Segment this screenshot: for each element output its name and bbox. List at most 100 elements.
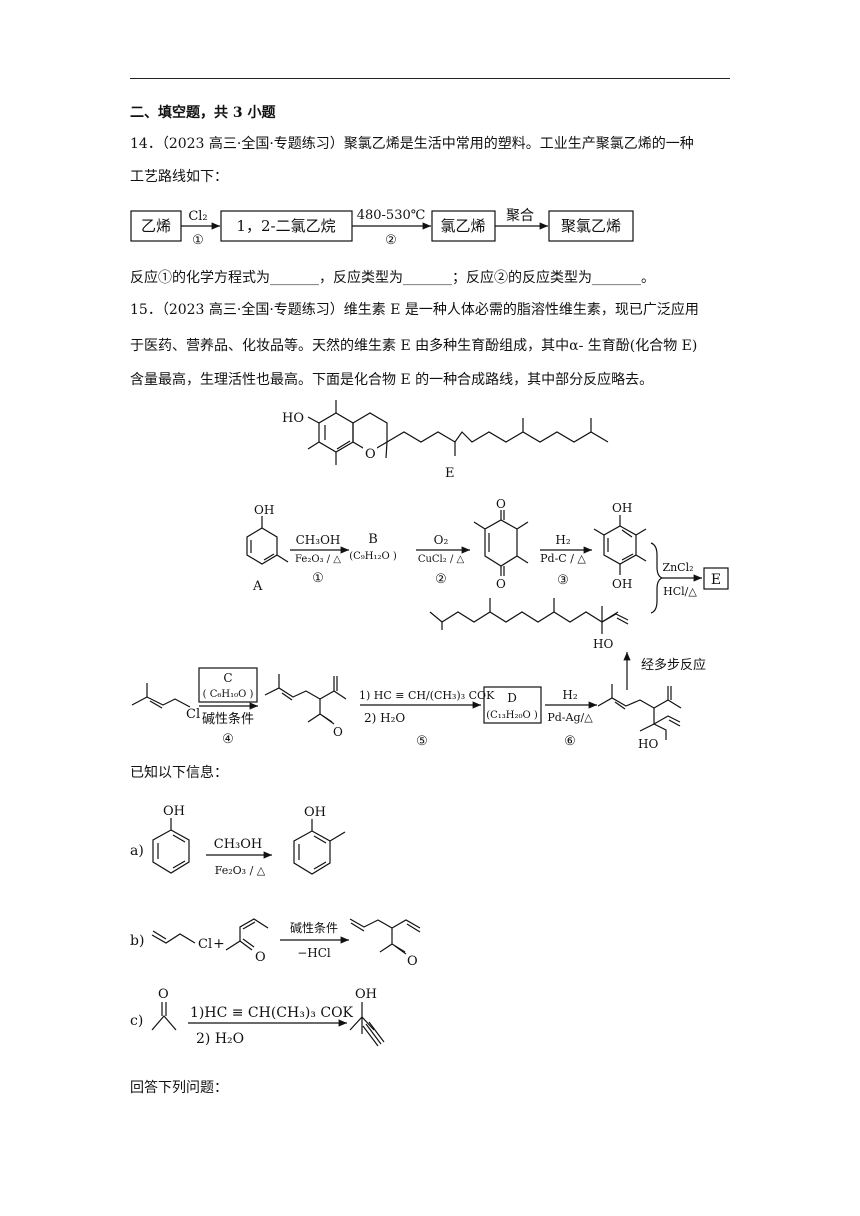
compound-c-formula: ( C₆H₁₀O ) (203, 689, 254, 700)
compound-c-label: C (223, 671, 232, 685)
product-e-label: E (711, 572, 721, 588)
compound-b-formula: (C₉H₁₂O ) (349, 551, 397, 562)
q14-text-line2: 工艺路线如下： (130, 169, 228, 185)
reaction-1-number: ① (312, 571, 324, 586)
flow-arrow-2-condition: 480-530℃ (357, 208, 426, 223)
reaction-4-condition: 碱性条件 (202, 711, 254, 727)
ketone-o-label: O (333, 725, 343, 739)
flow-arrow-1-reagent: Cl₂ (188, 209, 207, 224)
compound-c-box (198, 667, 258, 703)
e-ho-label: HO (282, 411, 304, 426)
info-c-reagent: 1)HC ≡ CH(CH₃)₃ COK (190, 1005, 354, 1021)
info-a-reagent: CH₃OH (214, 837, 263, 852)
side-chain-ho: HO (593, 637, 613, 651)
route-row-1: OH A CH₃OH Fe₂O₃ / △ ① B (C₉H₁₂O ) O₂ Cu… (246, 497, 729, 614)
compound-a-oh: OH (254, 503, 274, 517)
q14-question: 反应①的化学方程式为_______，反应类型为_______；反应②的反应类型为… (130, 270, 655, 286)
reaction-3-reagent: H₂ (555, 533, 570, 547)
info-b-condition: 碱性条件 (290, 921, 338, 935)
reaction-5-water: 2) H₂O (364, 711, 405, 725)
hydroquinone-oh-top: OH (612, 501, 632, 515)
e-benzene-ring (318, 412, 354, 453)
info-c-oh: OH (355, 987, 377, 1002)
reaction-5-number: ⑤ (416, 734, 428, 749)
known-info-title: 已知以下信息： (130, 765, 228, 781)
info-a-oh-right: OH (304, 805, 326, 820)
q15-text-line2: 于医药、营养品、化妆品等。天然的维生素 E 由多种生育酚组成，其中α- 生育酚(… (130, 338, 698, 354)
quinone-ring (484, 519, 518, 567)
hydroquinone-oh-bottom: OH (612, 577, 632, 591)
flow-box-dichloroethane-label: 1，2-二氯乙烷 (236, 217, 335, 235)
compound-b-label: B (368, 532, 378, 547)
route-row-2: Cl C ( C₆H₁₀O ) 碱性条件 ④ O 1) HC ≡ CH/(CH₃… (131, 667, 682, 751)
compound-d-box (483, 686, 542, 724)
info-b-allyl-chloride (151, 933, 196, 944)
e-ring-oxygen: O (365, 447, 376, 462)
info-b-plus: + (213, 936, 225, 952)
reaction-5-reagent: 1) HC ≡ CH/(CH₃)₃ COK (359, 689, 495, 702)
info-b-cl: Cl (198, 937, 212, 952)
info-a-phenol-ring (152, 829, 190, 874)
quinone-o-top: O (496, 497, 506, 511)
info-b-byproduct: −HCl (297, 946, 331, 960)
header-rule (130, 78, 730, 79)
info-c-acetone (151, 1015, 177, 1031)
reaction-6-number: ⑥ (564, 734, 576, 749)
pvc-flow-diagram: 乙烯 Cl₂ ① 1，2-二氯乙烷 480-530℃ ② 氯乙烯 聚合 聚氯乙烯 (130, 208, 634, 248)
product-ho-label: HO (638, 737, 658, 751)
structure-e: HO O E (282, 400, 609, 481)
compound-d-label: D (507, 691, 517, 705)
q14-text-line1: 14．（2023 高三·全国·专题练习）聚氯乙烯是生活中常用的塑料。工业生产聚氯… (130, 136, 694, 152)
q15-text-line1: 15．（2023 高三·全国·专题练习）维生素 E 是一种人体必需的脂溶性维生素… (130, 302, 699, 318)
quinone-o-bottom: O (496, 577, 506, 591)
info-b: b) Cl + O 碱性条件 −HCl O (130, 918, 421, 969)
reaction-2-reagent: O₂ (434, 533, 449, 547)
reaction-1-condition: Fe₂O₃ / △ (295, 554, 341, 565)
prenyl-chloride-chain (131, 696, 191, 708)
info-b-label: b) (130, 933, 144, 949)
flow-box-ethylene-label: 乙烯 (141, 217, 171, 235)
info-c-water: 2) H₂O (196, 1031, 244, 1047)
compound-d-formula: (C₁₃H₂₀O ) (486, 710, 538, 721)
reaction-3-number: ③ (557, 573, 569, 588)
info-a-label: a) (130, 843, 144, 859)
flow-box-pvc (548, 210, 634, 242)
e-label: E (445, 466, 455, 481)
reaction-6-condition: Pd-Ag/△ (547, 711, 593, 724)
flow-box-vinyl-chloride-label: 氯乙烯 (440, 217, 485, 235)
hydroquinone-ring (603, 525, 637, 565)
info-b-o-left: O (255, 950, 266, 965)
multi-step-label: 经多步反应 (641, 657, 706, 673)
flow-arrow-1-number: ① (192, 233, 204, 248)
section-heading: 二、填空题，共 3 小题 (130, 105, 276, 121)
reaction-4-number: ④ (222, 732, 234, 747)
info-a-oh-left: OH (163, 804, 185, 819)
e-side-chain (386, 431, 609, 443)
side-chain-skeleton (429, 611, 619, 623)
info-c-o: O (158, 987, 169, 1002)
flow-arrow-3-condition: 聚合 (506, 208, 534, 224)
reaction-1-reagent: CH₃OH (296, 533, 341, 547)
side-chain-alcohol: HO (429, 598, 629, 651)
prenyl-cl-label: Cl (186, 707, 200, 722)
reaction-2-number: ② (435, 572, 447, 587)
product-chain (597, 697, 655, 709)
compound-a-ring (246, 527, 278, 565)
q15-text-line3: 含量最高，生理活性也最高。下面是化合物 E 的一种合成路线，其中部分反应略去。 (130, 372, 654, 388)
reaction-6-reagent: H₂ (562, 688, 577, 702)
info-b-enone (225, 918, 269, 951)
flow-box-pvc-label: 聚氯乙烯 (561, 217, 621, 235)
info-b-product-chain (349, 918, 393, 929)
info-b-o-right: O (407, 954, 418, 969)
info-a-condition: Fe₂O₃ / △ (215, 864, 266, 877)
brace (650, 542, 664, 614)
ketone-chain (264, 687, 321, 700)
info-c: c) O 1)HC ≡ CH(CH₃)₃ COK 2) H₂O OH (130, 987, 385, 1047)
product-e-box (703, 567, 729, 590)
answer-prompt: 回答下列问题： (130, 1080, 228, 1096)
flow-arrow-2-number: ② (385, 233, 397, 248)
info-a: a) OH CH₃OH Fe₂O₃ / △ OH (130, 804, 346, 877)
info-c-label: c) (130, 1013, 143, 1029)
compound-a-label: A (252, 579, 263, 594)
